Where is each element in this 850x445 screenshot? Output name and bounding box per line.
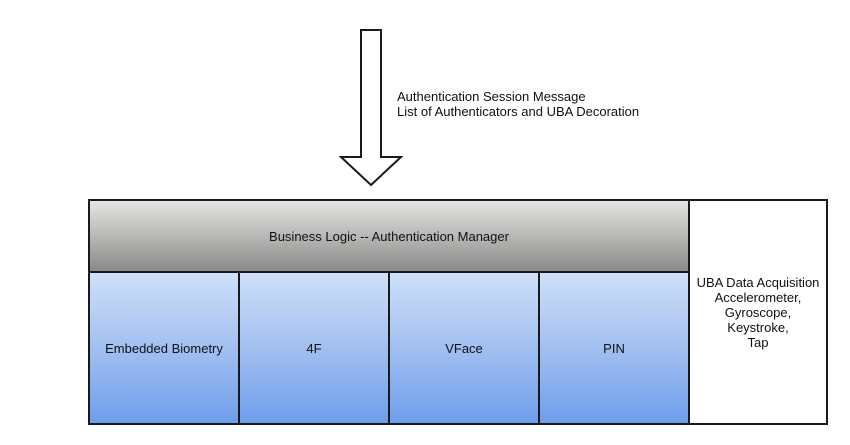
annotation-line-2: List of Authenticators and UBA Decoratio… [397,104,640,119]
uba-data-acquisition-box: UBA Data Acquisition Accelerometer, Gyro… [690,201,826,423]
authenticator-label: Embedded Biometry [105,340,223,356]
authenticator-label: PIN [603,340,625,356]
annotation-line-1: Authentication Session Message [397,89,586,104]
uba-line-4: Tap [747,334,769,350]
down-arrow-icon [338,29,404,187]
authenticator-vface: VFace [390,273,540,423]
authenticator-label: 4F [306,340,322,356]
uba-line-3: Gyroscope, Keystroke, [724,304,792,335]
authenticator-embedded-biometry: Embedded Biometry [90,273,240,423]
uba-line-2: Accelerometer, [714,289,802,305]
business-logic-label: Business Logic -- Authentication Manager [269,228,509,244]
uba-line-1: UBA Data Acquisition [696,274,820,290]
business-logic-header: Business Logic -- Authentication Manager [90,201,688,273]
authenticator-pin: PIN [540,273,688,423]
authentication-diagram: Business Logic -- Authentication Manager… [88,199,828,425]
arrow-annotation: Authentication Session Message List of A… [397,89,639,119]
manager-group: Business Logic -- Authentication Manager… [90,201,690,423]
authenticator-4f: 4F [240,273,390,423]
authenticator-row: Embedded Biometry 4F VFace PIN [90,273,688,423]
authenticator-label: VFace [445,340,483,356]
